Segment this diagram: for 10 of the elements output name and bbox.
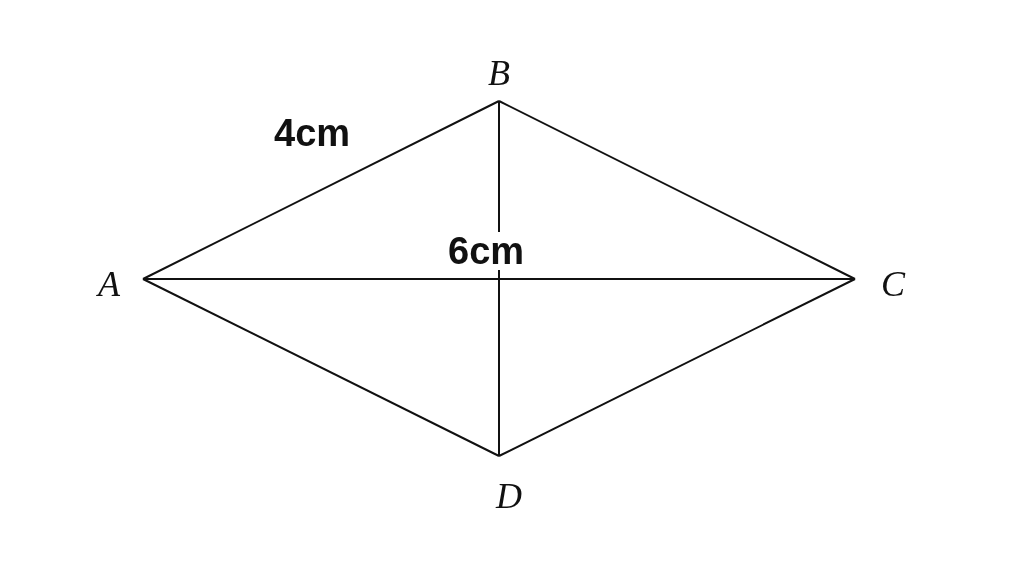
line-segment xyxy=(498,278,856,457)
vertex-label: B xyxy=(488,55,510,91)
line-segment xyxy=(498,100,856,280)
vertex-label: C xyxy=(881,266,905,302)
line-segment xyxy=(142,100,500,280)
vertex-label: A xyxy=(98,266,120,302)
line-segment xyxy=(142,278,856,280)
vertex-label: D xyxy=(496,478,522,514)
line-segment xyxy=(142,278,500,457)
line-segment xyxy=(498,100,500,457)
